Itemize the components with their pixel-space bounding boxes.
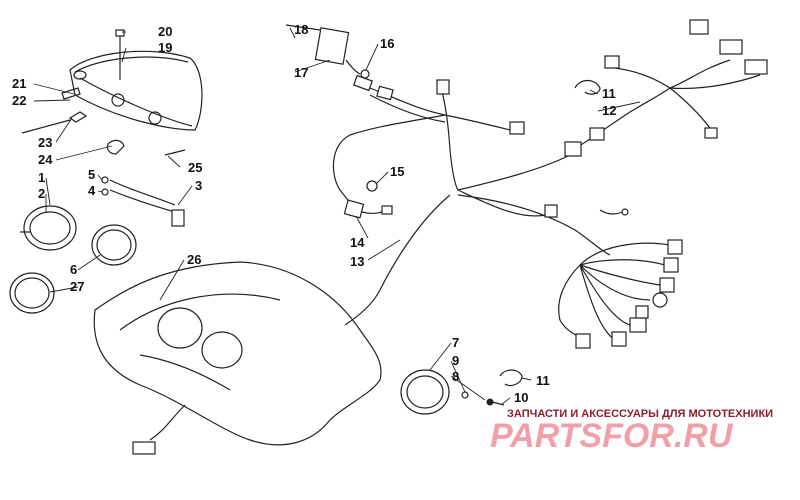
callout-3: 3 (195, 178, 202, 193)
callout-13: 13 (350, 254, 364, 269)
callout-24: 24 (38, 152, 53, 167)
callout-16: 16 (380, 36, 394, 51)
callout-14: 14 (350, 235, 365, 250)
callout-22: 22 (12, 93, 26, 108)
watermark-subtitle: ЗАПЧАСТИ И АКСЕССУАРЫ ДЛЯ МОТОТЕХНИКИ (507, 408, 773, 420)
speedometer-gauge (20, 205, 77, 251)
site-watermark: ЗАПЧАСТИ И АКСЕССУАРЫ ДЛЯ МОТОТЕХНИКИ PA… (490, 408, 773, 455)
flasher-relay (343, 180, 393, 219)
gauge-wiring (101, 176, 185, 227)
callout-18: 18 (294, 22, 308, 37)
callout-11-top: 11 (602, 86, 616, 101)
callout-6: 6 (70, 262, 77, 277)
callout-9: 9 (452, 353, 459, 368)
callout-25: 25 (188, 160, 202, 175)
callout-4: 4 (88, 183, 96, 198)
callout-17: 17 (294, 65, 308, 80)
voltage-regulator (285, 24, 373, 92)
callout-11-bottom: 11 (536, 373, 550, 388)
callout-10: 10 (514, 390, 528, 405)
callout-1: 1 (38, 170, 45, 185)
gauge-ring-6 (91, 224, 137, 266)
callout-12: 12 (602, 103, 616, 118)
main-harness (332, 19, 768, 326)
callout-21: 21 (12, 76, 26, 91)
callout-26: 26 (187, 252, 201, 267)
bulb-socket-parts (21, 87, 186, 156)
leader-lines (33, 27, 641, 405)
split-ring-11a (574, 79, 601, 95)
tachometer-gauge (400, 369, 523, 415)
watermark-logo: PARTSFOR.RU (490, 417, 734, 455)
callout-8: 8 (452, 369, 459, 384)
callout-20: 20 (158, 24, 172, 39)
dash-housing (93, 261, 382, 455)
callout-2: 2 (38, 186, 45, 201)
callout-15: 15 (390, 164, 404, 179)
callout-27: 27 (70, 279, 84, 294)
callout-5: 5 (88, 167, 95, 182)
callout-23: 23 (38, 135, 52, 150)
gauge-ring-27 (9, 272, 55, 314)
headlight-assembly (69, 29, 203, 131)
callout-19: 19 (158, 40, 172, 55)
connector-bundle (558, 239, 683, 349)
callout-labels: 20 19 21 22 23 24 25 3 1 2 5 4 6 27 26 1… (12, 22, 616, 405)
callout-7: 7 (452, 335, 459, 350)
